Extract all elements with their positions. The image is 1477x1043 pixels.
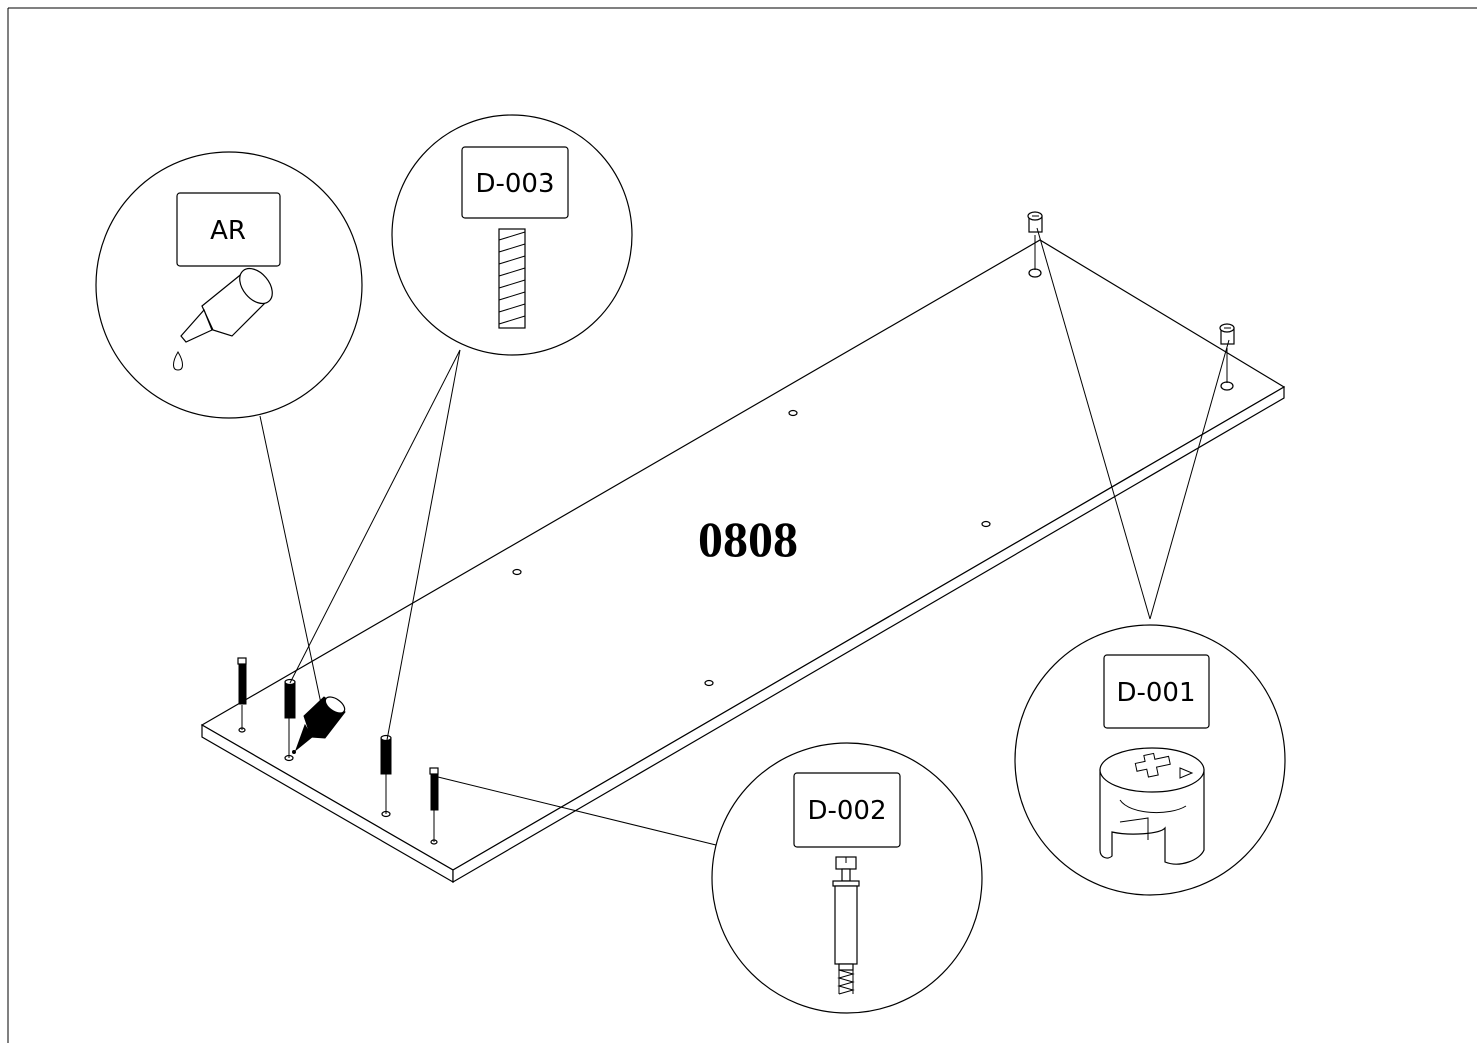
cam-lock-part-1 [1027,211,1043,270]
callout-wood-dowel: D-003 [391,114,633,356]
panel-board [200,239,1286,884]
wood-dowel-part-2 [380,734,392,814]
callout-glue-label: AR [210,216,246,246]
callout-glue-label-box [176,192,281,267]
callout-cam-lock: D-001 [1014,624,1286,896]
panel-holes [238,268,1234,845]
cam-lock-icon [1099,747,1205,865]
glue-bottle-icon [173,267,273,371]
callout-cam-bolt: D-002 [711,742,983,1014]
wood-dowel-icon [498,228,526,329]
glue-bottle-on-panel [292,696,346,754]
cam-bolt-part-2 [429,767,439,842]
callout-cam-lock-label: D-001 [1116,678,1195,708]
leader-lines [259,227,1230,846]
callout-wood-dowel-label-box [461,146,569,219]
cam-bolt-part-1 [237,657,247,730]
callout-cam-lock-label-box [1103,654,1210,729]
panel-code: 0808 [698,511,798,567]
callout-cam-bolt-label: D-002 [807,796,886,826]
cam-bolt-icon [832,856,860,995]
callout-wood-dowel-label: D-003 [475,169,554,199]
callout-cam-bolt-label-box [793,772,901,848]
cam-lock-part-2 [1219,323,1235,383]
callout-glue: AR [95,151,363,419]
